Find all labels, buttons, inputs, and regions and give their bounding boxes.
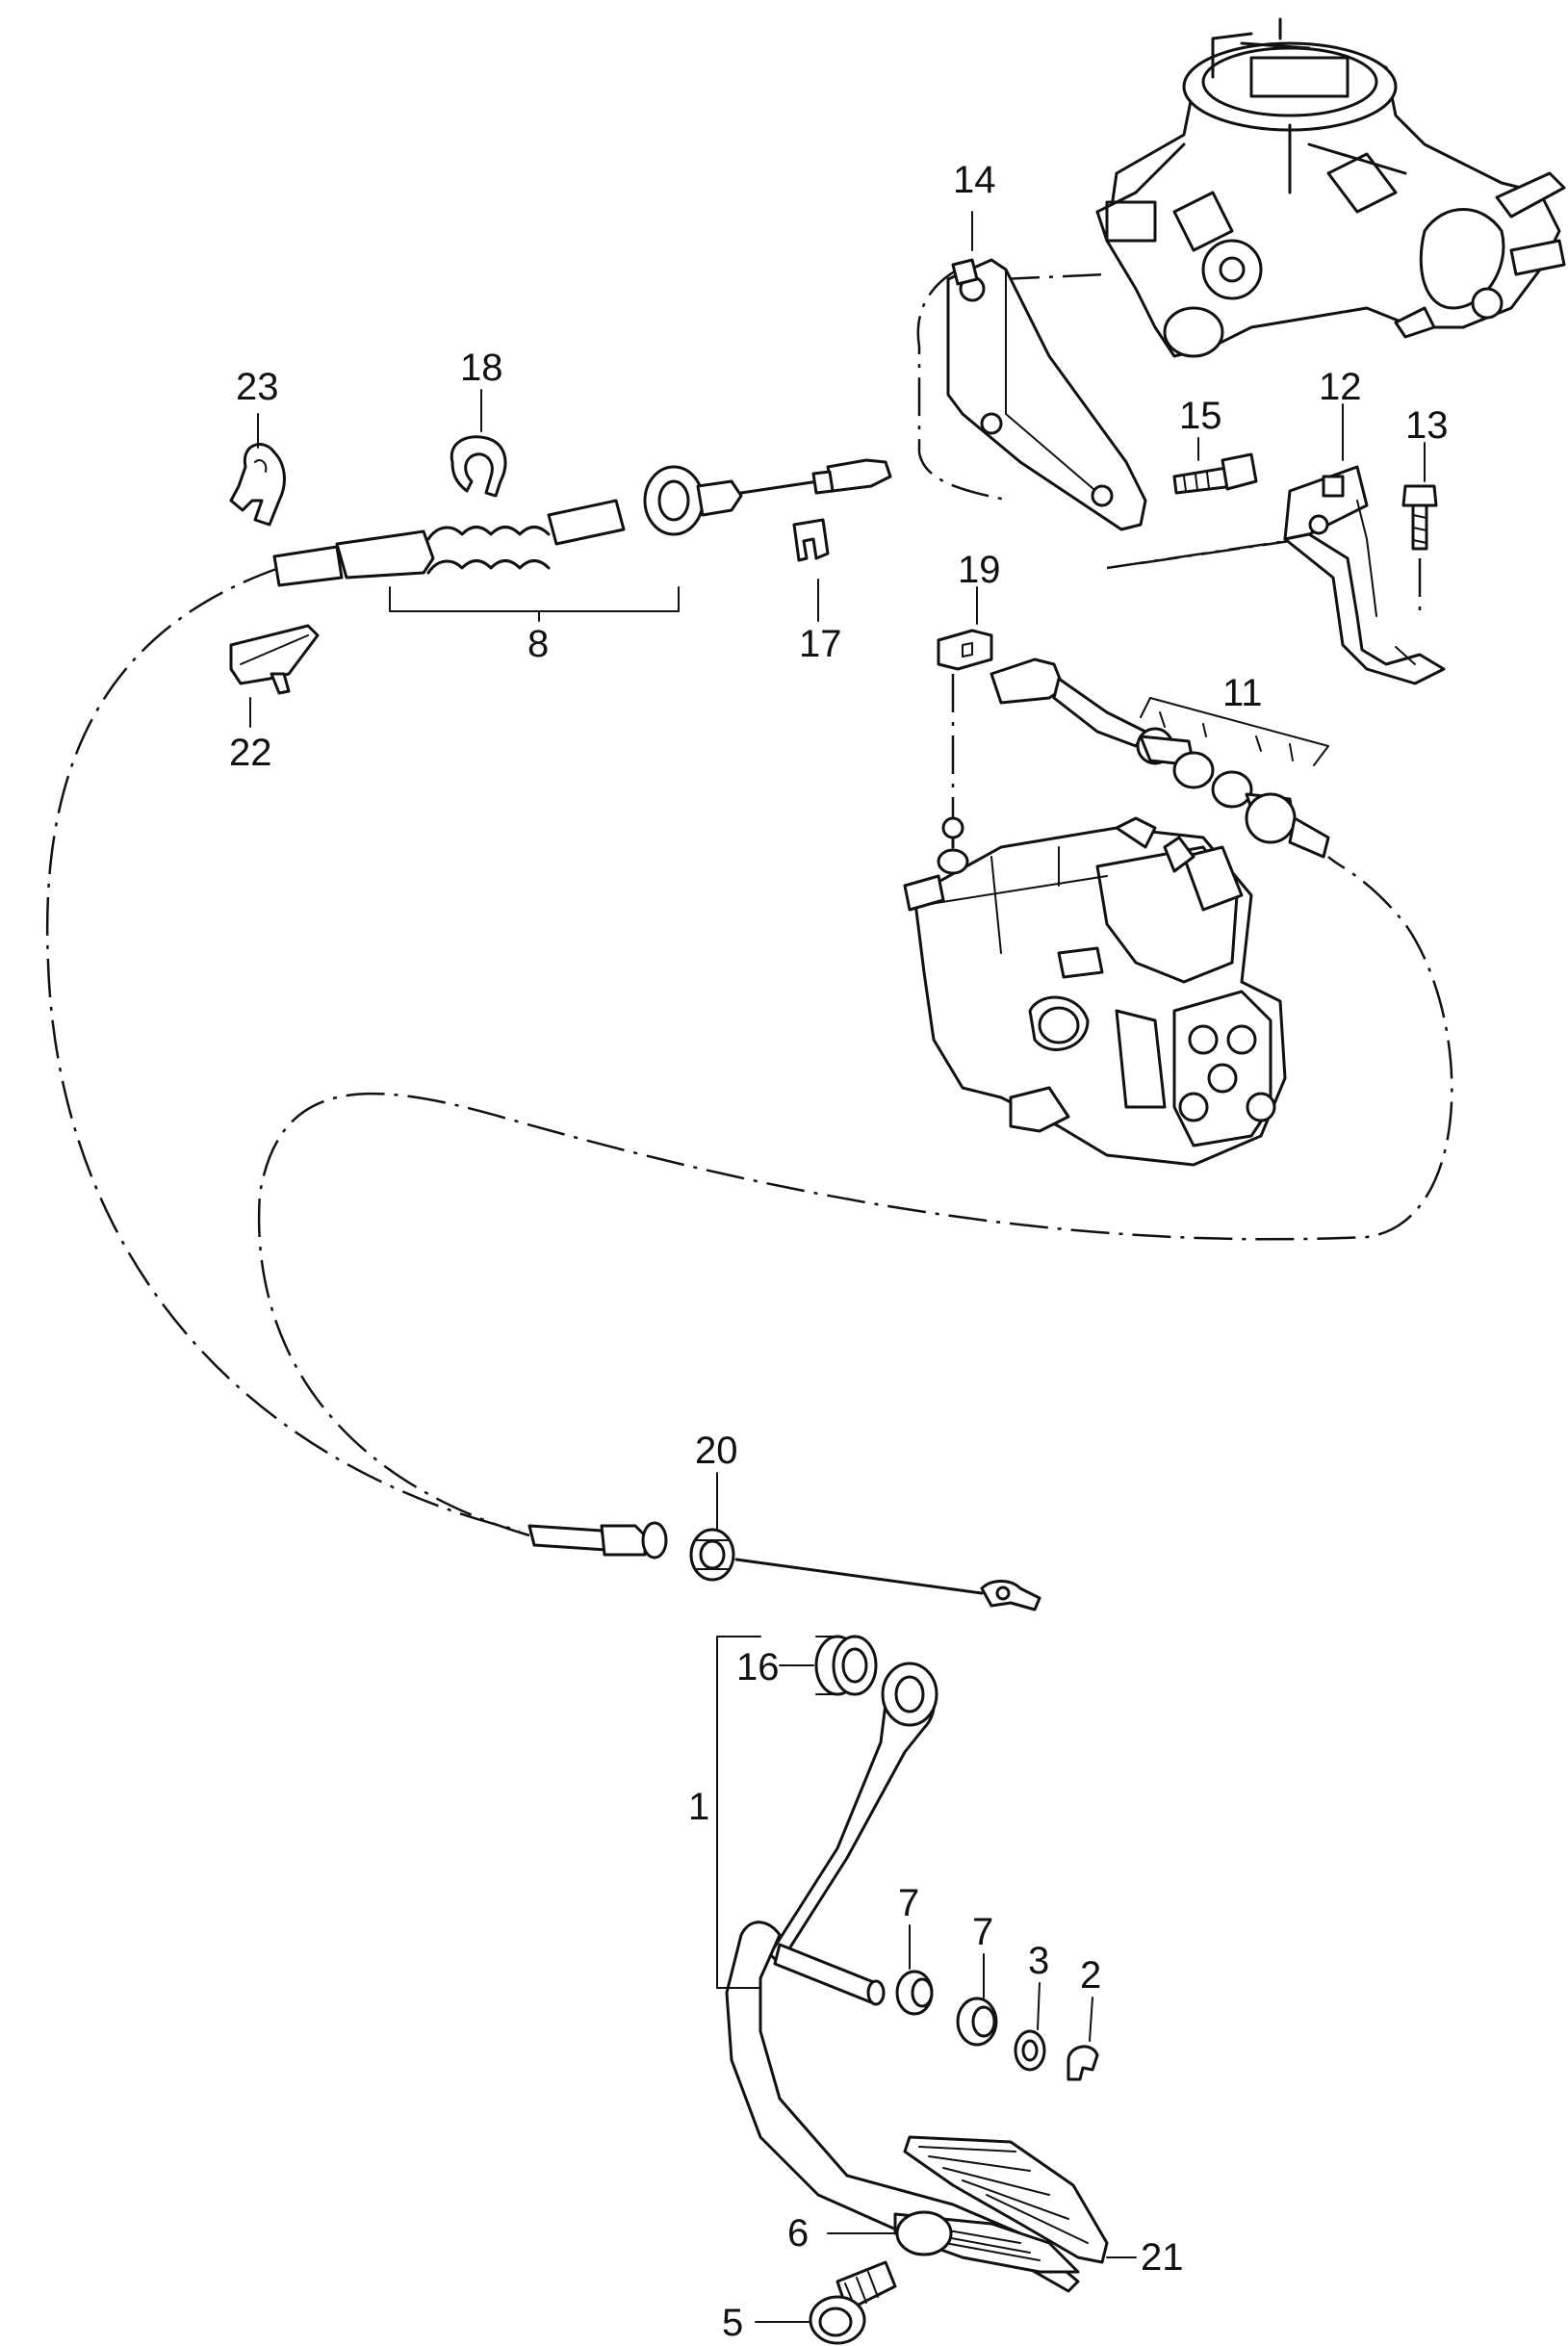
part-11-cable-fittings xyxy=(990,657,1330,859)
part-23-clip xyxy=(229,443,286,527)
callout-12: 12 xyxy=(1319,366,1362,408)
callout-18: 18 xyxy=(460,347,503,389)
part-3-washer xyxy=(1014,2029,1046,2072)
callout-13: 13 xyxy=(1405,404,1449,447)
part-6-washer xyxy=(895,2210,953,2256)
bracket-14 xyxy=(946,258,1147,531)
callout-3: 3 xyxy=(1028,1940,1049,1982)
bracket-11-ticks xyxy=(1159,711,1294,761)
callout-8: 8 xyxy=(527,623,549,665)
callout-22: 22 xyxy=(229,732,272,774)
lower-cable-end xyxy=(527,1521,668,1560)
callout-19: 19 xyxy=(958,549,1001,591)
callout-labels: 14 23 18 15 12 13 8 17 19 11 22 20 16 1 … xyxy=(229,159,1449,2344)
part-22-bracket xyxy=(229,624,320,695)
part-7a-bushing xyxy=(895,1970,934,2016)
callout-20: 20 xyxy=(695,1430,738,1472)
carburettor xyxy=(1095,17,1566,358)
cable-inner-wire xyxy=(734,1558,1041,1611)
bracket-1 xyxy=(716,1636,761,1989)
part-21-pedal-rubber xyxy=(903,2135,1109,2264)
callout-2: 2 xyxy=(1080,1954,1101,1997)
callout-11: 11 xyxy=(1222,672,1263,714)
callout-14: 14 xyxy=(953,159,996,201)
callout-7b: 7 xyxy=(972,1911,993,1953)
part-7b-bushing xyxy=(956,1997,998,2047)
part-5-stop-bolt xyxy=(809,2260,897,2345)
callout-7a: 7 xyxy=(898,1882,919,1924)
callout-5: 5 xyxy=(722,2302,743,2344)
part-20-grommet xyxy=(689,1528,735,1582)
bracket-8 xyxy=(389,586,680,612)
leader-lines xyxy=(249,211,1426,2323)
callout-6: 6 xyxy=(787,2212,809,2255)
part-15-bolt xyxy=(1172,452,1258,495)
part-12-bracket xyxy=(1283,465,1446,685)
injection-pump xyxy=(903,816,1287,1167)
part-17-clip xyxy=(792,518,830,562)
callout-15: 15 xyxy=(1179,395,1222,437)
part-2-clip xyxy=(1067,2045,1099,2081)
part-19-plug xyxy=(937,629,993,671)
bracket-11 xyxy=(1140,697,1329,766)
callout-21: 21 xyxy=(1141,2236,1184,2279)
callout-23: 23 xyxy=(236,366,279,408)
part-13-bolt xyxy=(1401,484,1438,551)
part-18-clip xyxy=(450,435,507,498)
callout-17: 17 xyxy=(799,623,842,665)
part-16-bushing xyxy=(814,1635,878,1696)
callout-1: 1 xyxy=(688,1786,709,1828)
cable-end-assembly-8 xyxy=(272,458,892,587)
callout-16: 16 xyxy=(736,1646,780,1689)
